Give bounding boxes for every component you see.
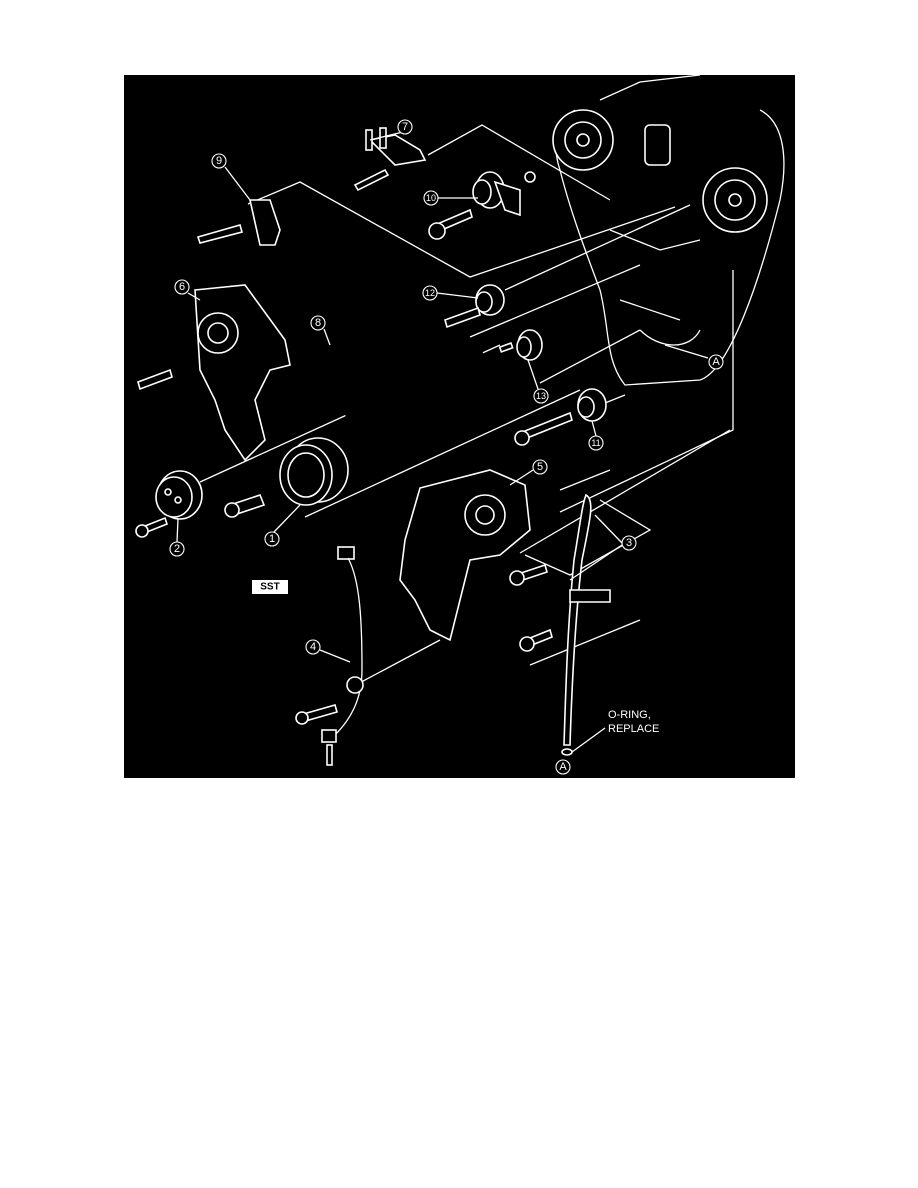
callout-a-top: A [708,354,724,370]
svg-text:4: 4 [310,641,316,653]
callout-12: 12 [422,285,438,301]
svg-text:7: 7 [402,121,408,133]
callout-3: 3 [621,535,637,551]
part-5-lower-cover [399,469,548,642]
svg-text:A: A [712,356,720,368]
part-6-upper-cover [137,284,291,462]
svg-text:13: 13 [536,391,546,401]
svg-text:12: 12 [425,288,435,298]
callout-a-bottom: A [555,759,571,775]
callout-13: 13 [533,388,549,404]
part-7-bracket [353,127,427,192]
part-11-idler [514,388,607,446]
svg-text:SST: SST [260,582,279,593]
svg-text:6: 6 [179,281,185,293]
part-1-crank-pulley [224,437,349,518]
callout-10: 10 [423,190,439,206]
callout-9: 9 [211,153,227,169]
svg-text:REPLACE: REPLACE [608,723,659,735]
callout-8: 8 [310,315,326,331]
part-10-tensioner [428,171,536,240]
diagram-svg: 1 2 3 4 5 6 7 8 9 10 11 12 13 A A SST O-… [135,75,785,775]
svg-text:11: 11 [591,438,600,448]
alignment-lines [199,124,734,689]
part-9-bracket [196,199,281,246]
callout-7: 7 [397,119,413,135]
timing-belt-exploded-diagram: 1 2 3 4 5 6 7 8 9 10 11 12 13 A A SST O-… [124,75,795,778]
callout-11: 11 [588,435,604,451]
callout-4: 4 [305,639,321,655]
svg-text:O-RING,: O-RING, [608,709,651,721]
part-2-pulley [135,470,203,538]
callout-5: 5 [532,459,548,475]
svg-text:A: A [559,761,567,773]
part-12-idler [444,284,505,329]
part-4-sensor-harness [295,546,364,766]
callout-1: 1 [264,531,280,547]
callout-2: 2 [169,541,185,557]
svg-text:1: 1 [269,533,275,545]
svg-text:8: 8 [315,317,321,329]
svg-text:9: 9 [216,155,222,167]
part-8-timing-belt [313,251,487,454]
svg-text:3: 3 [626,537,632,549]
part-3-dipstick-tube [519,493,611,756]
svg-text:10: 10 [426,193,436,203]
svg-text:2: 2 [174,543,180,555]
sst-label: SST [252,580,288,594]
o-ring-note: O-RING, REPLACE [608,709,659,735]
part-13-crank-sprocket [498,329,543,361]
engine-block [552,75,785,386]
svg-text:5: 5 [537,461,543,473]
callout-leaders [176,129,709,663]
callout-6: 6 [174,279,190,295]
